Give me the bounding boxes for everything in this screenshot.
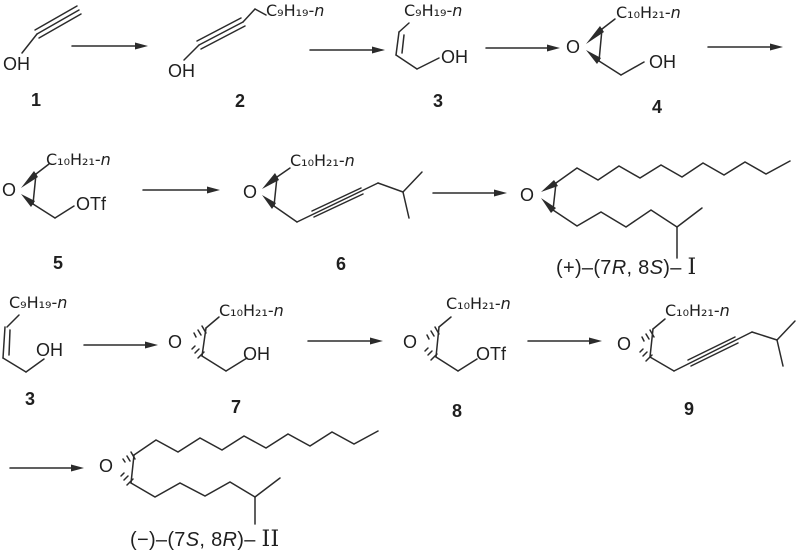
product-II-label: (−)–(7S, 8R)– II: [130, 529, 279, 551]
molecule-4-formula: C₁₀H₂₁-n: [616, 5, 681, 21]
molecule-7-oh-label: OH: [243, 344, 270, 364]
formula-n: n: [452, 1, 463, 20]
product-I-numeral: I: [687, 255, 697, 280]
product-II-o-label: O: [99, 456, 114, 476]
reaction-arrow-7: [83, 341, 158, 349]
molecule-1-oh-label: OH: [3, 54, 30, 74]
reaction-arrow-10: [9, 464, 84, 472]
formula-n: n: [670, 3, 681, 22]
molecule-2-skeleton: [183, 8, 267, 61]
reaction-arrow-1: [71, 42, 148, 50]
molecule-5-number: 5: [53, 253, 64, 273]
formula-n: n: [273, 301, 284, 320]
formula-n: n: [719, 301, 730, 320]
molecule-5-otf-label: OTf: [76, 194, 106, 214]
molecule-5-o-label: O: [2, 180, 17, 200]
molecule-8-number: 8: [452, 401, 463, 421]
molecule-1-skeleton: [21, 5, 82, 54]
reaction-arrow-6: [432, 189, 507, 197]
product-II-suffix: )–: [237, 529, 262, 551]
molecule-6-number: 6: [336, 254, 347, 274]
molecule-2-oh-label: OH: [168, 61, 195, 81]
molecule-6-o-label: O: [243, 182, 258, 202]
molecule-3-repeat-oh-label: OH: [36, 340, 63, 360]
formula-n: n: [314, 1, 325, 20]
molecule-3-number: 3: [433, 91, 444, 111]
molecule-7-formula: C₁₀H₂₁-n: [219, 303, 284, 319]
molecule-8-formula: C₁₀H₂₁-n: [446, 296, 511, 312]
molecule-8-otf-label: OTf: [476, 344, 506, 364]
formula-text: C₁₀H₂₁-: [665, 301, 720, 320]
formula-text: C₁₀H₂₁-: [446, 294, 501, 313]
formula-text: C₁₀H₂₁-: [616, 3, 671, 22]
reaction-arrow-2: [309, 46, 385, 54]
molecule-3-repeat-number: 3: [25, 389, 36, 409]
formula-n: n: [500, 294, 511, 313]
molecule-9-o-label: O: [617, 334, 632, 354]
reaction-arrow-3: [485, 44, 560, 52]
molecule-4-number: 4: [652, 97, 663, 117]
formula-text: C₁₀H₂₁-: [46, 150, 101, 169]
reaction-arrow-5: [142, 186, 220, 194]
formula-n: n: [57, 293, 68, 312]
molecule-3-formula: C₉H₁₉-n: [404, 3, 462, 19]
molecule-4-skeleton: [586, 18, 645, 76]
molecule-5-formula: C₁₀H₂₁-n: [46, 152, 111, 168]
formula-text: C₁₀H₂₁-: [290, 151, 345, 170]
product-I-mid: , 8: [626, 257, 650, 279]
molecule-4-o-label: O: [566, 37, 581, 57]
product-II-stereo-1: S: [185, 529, 200, 551]
molecule-8-o-label: O: [403, 332, 418, 352]
formula-n: n: [100, 150, 111, 169]
product-II-numeral: II: [261, 527, 280, 552]
molecule-4-oh-label: OH: [649, 52, 676, 72]
product-II-prefix: (−)–(7: [130, 529, 186, 551]
reaction-arrow-9: [527, 337, 602, 345]
formula-text: C₉H₁₉-: [266, 1, 315, 20]
formula-text: C₉H₁₉-: [404, 1, 453, 20]
molecule-9-skeleton: [639, 318, 796, 372]
reaction-arrow-8: [307, 337, 383, 345]
molecule-5-skeleton: [21, 163, 75, 219]
product-II-stereo-2: R: [222, 529, 238, 551]
formula-text: C₁₀H₂₁-: [219, 301, 274, 320]
product-I-stereo-2: S: [649, 257, 664, 279]
formula-n: n: [344, 151, 355, 170]
product-I-prefix: (+)–(7: [556, 257, 612, 279]
molecule-1-number: 1: [31, 90, 42, 110]
molecule-2-formula: C₉H₁₉-n: [266, 3, 324, 19]
formula-text: C₉H₁₉-: [9, 293, 58, 312]
reaction-arrow-4: [707, 43, 783, 51]
product-I-stereo-1: R: [611, 257, 627, 279]
molecule-3-skeleton: [395, 22, 440, 70]
molecule-7-skeleton: [191, 316, 248, 372]
molecule-3-repeat-formula: C₉H₁₉-n: [9, 295, 67, 311]
product-I-o-label: O: [520, 185, 535, 205]
product-II-mid: , 8: [199, 529, 223, 551]
product-II-skeleton: [120, 430, 379, 525]
product-I-skeleton: [541, 160, 791, 259]
molecule-7-o-label: O: [168, 332, 183, 352]
molecule-9-number: 9: [684, 399, 695, 419]
molecule-2-number: 2: [235, 91, 246, 111]
molecule-6-skeleton: [262, 167, 423, 223]
molecule-7-number: 7: [231, 397, 242, 417]
product-I-label: (+)–(7R, 8S)– I: [556, 257, 697, 279]
molecule-8-skeleton: [424, 316, 478, 372]
product-I-suffix: )–: [663, 257, 688, 279]
molecule-3-oh-label: OH: [441, 47, 468, 67]
molecule-3-repeat-skeleton: [2, 314, 45, 373]
molecule-9-formula: C₁₀H₂₁-n: [665, 303, 730, 319]
molecule-6-formula: C₁₀H₂₁-n: [290, 153, 355, 169]
